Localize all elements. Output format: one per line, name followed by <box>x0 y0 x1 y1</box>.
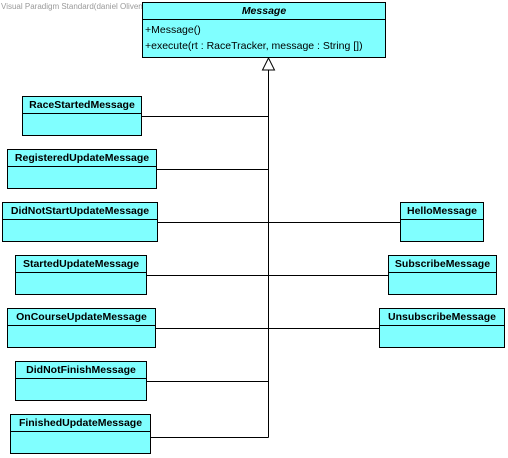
class-registered-update-message[interactable]: RegisteredUpdateMessage <box>7 149 157 189</box>
class-name: SubscribeMessage <box>389 256 496 273</box>
class-hello-message[interactable]: HelloMessage <box>400 202 484 242</box>
class-finished-update-message[interactable]: FinishedUpdateMessage <box>10 414 151 454</box>
class-unsubscribe-message[interactable]: UnsubscribeMessage <box>379 308 505 348</box>
class-name: FinishedUpdateMessage <box>11 415 150 432</box>
operation-constructor: +Message() <box>145 24 201 36</box>
generalization-arrowhead <box>261 56 276 71</box>
class-name: RaceStartedMessage <box>23 97 141 114</box>
class-name: HelloMessage <box>401 203 483 220</box>
class-did-not-finish-message[interactable]: DidNotFinishMessage <box>15 361 147 401</box>
class-did-not-start-update-message[interactable]: DidNotStartUpdateMessage <box>2 202 158 242</box>
class-name: UnsubscribeMessage <box>380 309 504 326</box>
class-subscribe-message[interactable]: SubscribeMessage <box>388 255 497 295</box>
class-name: Message <box>143 3 385 20</box>
class-on-course-update-message[interactable]: OnCourseUpdateMessage <box>7 308 156 348</box>
operations-compartment: +Message() +execute(rt : RaceTracker, me… <box>143 20 385 54</box>
class-name: OnCourseUpdateMessage <box>8 309 155 326</box>
class-started-update-message[interactable]: StartedUpdateMessage <box>15 255 147 295</box>
class-message[interactable]: Message +Message() +execute(rt : RaceTra… <box>142 2 386 58</box>
watermark-text: Visual Paradigm Standard(daniel Olivens(… <box>1 2 230 11</box>
operation-execute: +execute(rt : RaceTracker, message : Str… <box>145 40 363 52</box>
class-name: StartedUpdateMessage <box>16 256 146 273</box>
class-race-started-message[interactable]: RaceStartedMessage <box>22 96 142 136</box>
class-name: DidNotStartUpdateMessage <box>3 203 157 220</box>
class-name: DidNotFinishMessage <box>16 362 146 379</box>
class-name: RegisteredUpdateMessage <box>8 150 156 167</box>
